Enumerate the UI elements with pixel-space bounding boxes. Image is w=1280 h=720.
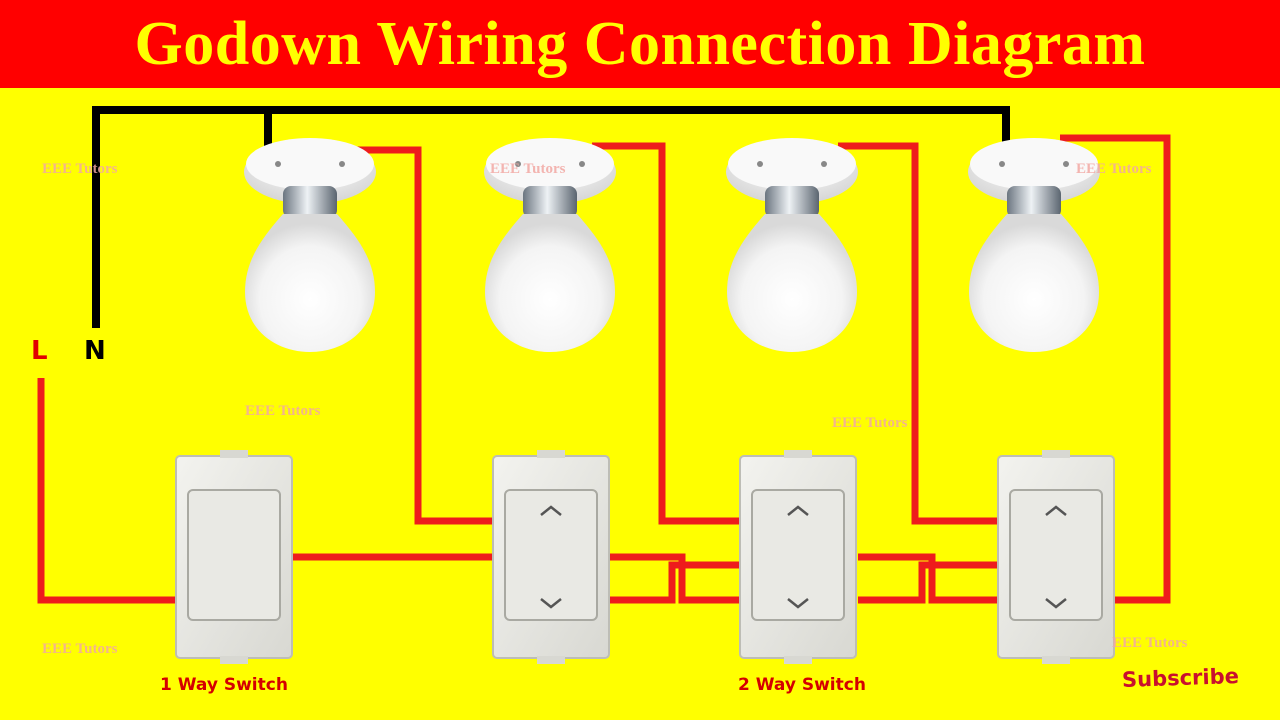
phase-wires bbox=[37, 134, 1171, 604]
title-banner: Godown Wiring Connection Diagram bbox=[0, 0, 1280, 88]
watermark: EEE Tutors bbox=[245, 403, 321, 419]
bulb-3 bbox=[726, 138, 858, 352]
chevron-up-icon bbox=[787, 505, 809, 516]
chevron-down-icon bbox=[1045, 598, 1067, 609]
switch3-to-switch4-traveler-a bbox=[858, 553, 1000, 604]
chevron-up-icon bbox=[540, 505, 562, 516]
watermark: EEE Tutors bbox=[490, 161, 566, 177]
bulb-1 bbox=[244, 138, 376, 352]
page-title: Godown Wiring Connection Diagram bbox=[134, 9, 1146, 78]
neutral-wire bbox=[92, 106, 1010, 328]
switch-4-two-way bbox=[997, 450, 1115, 664]
watermark: EEE Tutors bbox=[42, 641, 118, 657]
watermark: EEE Tutors bbox=[1112, 635, 1188, 651]
switch2-to-switch3-traveler-a bbox=[608, 553, 742, 604]
switch-2-two-way bbox=[492, 450, 610, 664]
subscribe-link[interactable]: Subscribe bbox=[1121, 663, 1240, 693]
bulb3-to-switch4-wire bbox=[838, 142, 1000, 525]
bulb2-to-switch3-wire bbox=[592, 142, 742, 525]
watermark: EEE Tutors bbox=[42, 161, 118, 177]
chevron-down-icon bbox=[787, 598, 809, 609]
watermark: EEE Tutors bbox=[832, 415, 908, 431]
line-input-wire bbox=[37, 378, 178, 604]
one-way-switch-caption: 1 Way Switch bbox=[160, 675, 288, 695]
bulb-2 bbox=[484, 138, 616, 352]
chevron-down-icon bbox=[540, 598, 562, 609]
bulb-4 bbox=[968, 138, 1100, 352]
switch3-to-switch4-traveler-b bbox=[858, 561, 1000, 604]
neutral-terminal-label: N bbox=[84, 336, 106, 366]
bulb4-return-wire bbox=[1060, 134, 1171, 604]
switch2-to-switch3-traveler-b bbox=[608, 561, 742, 604]
two-way-switch-caption: 2 Way Switch bbox=[738, 675, 866, 695]
chevron-up-icon bbox=[1045, 505, 1067, 516]
watermark: EEE Tutors bbox=[1076, 161, 1152, 177]
switch-1-one-way bbox=[175, 450, 293, 664]
line-terminal-label: L bbox=[31, 336, 48, 366]
bulb1-to-switch2-wire bbox=[352, 146, 495, 525]
switch-3-two-way bbox=[739, 450, 857, 664]
